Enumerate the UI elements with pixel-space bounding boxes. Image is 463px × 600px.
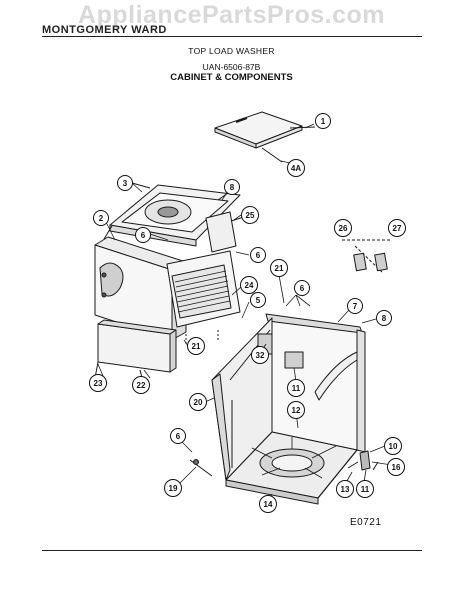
callout-8: 8 <box>376 310 392 326</box>
figure-code: E0721 <box>350 517 382 528</box>
control-console-lid <box>214 111 316 163</box>
callout-3: 3 <box>117 175 133 191</box>
callout-label: 26 <box>339 224 348 233</box>
callout-6: 6 <box>135 227 151 243</box>
callout-10: 10 <box>384 437 402 455</box>
model-number: UAN-6506-87B <box>202 62 261 72</box>
callout-label: 7 <box>353 302 358 311</box>
callout-label: 8 <box>382 314 387 323</box>
callout-label: 24 <box>245 281 254 290</box>
callout-22: 22 <box>132 376 150 394</box>
rear-access-panel <box>166 250 241 346</box>
callout-label: 32 <box>256 351 265 360</box>
callout-label: 6 <box>176 432 181 441</box>
callout-label: 6 <box>300 284 305 293</box>
footer-rule <box>42 550 422 551</box>
callout-label: 6 <box>256 251 261 260</box>
brand-name: MONTGOMERY WARD <box>42 24 167 36</box>
callout-label: 1 <box>321 117 326 126</box>
appliance-type: TOP LOAD WASHER <box>188 46 275 56</box>
callout-1: 1 <box>315 113 331 129</box>
callout-label: 4A <box>291 164 301 173</box>
callout-label: 11 <box>361 485 370 494</box>
section-title: CABINET & COMPONENTS <box>170 72 293 83</box>
callout-label: 20 <box>194 398 203 407</box>
callout-12: 12 <box>287 401 305 419</box>
callout-label: 14 <box>264 500 273 509</box>
callout-19: 19 <box>164 479 182 497</box>
callout-11: 11 <box>356 480 374 498</box>
callout-5: 5 <box>250 292 266 308</box>
callout-label: 13 <box>341 485 350 494</box>
callout-8: 8 <box>224 179 240 195</box>
callout-label: 22 <box>137 381 146 390</box>
callout-7: 7 <box>347 298 363 314</box>
lid-switch-parts <box>342 239 390 273</box>
callout-label: 10 <box>389 442 398 451</box>
callout-25: 25 <box>241 206 259 224</box>
callout-13: 13 <box>336 480 354 498</box>
callout-label: 8 <box>230 183 235 192</box>
callout-21: 21 <box>187 337 205 355</box>
callout-label: 25 <box>246 211 255 220</box>
callout-label: 19 <box>169 484 178 493</box>
callout-23: 23 <box>89 374 107 392</box>
callout-group: 1 4A 3 8 2 25 6 6 26 27 21 6 245 7 8 21 32 11 23 22 20 12 6 10 1… <box>89 113 406 513</box>
callout-4A: 4A <box>287 159 305 177</box>
front-lower-panel <box>94 319 177 379</box>
callout-16: 16 <box>387 458 405 476</box>
callout-26: 26 <box>334 219 352 237</box>
callout-label: 2 <box>99 214 104 223</box>
header-rule <box>42 36 422 37</box>
callout-label: 21 <box>275 264 284 273</box>
callout-label: 11 <box>292 384 301 393</box>
callout-6: 6 <box>294 280 310 296</box>
callout-6: 6 <box>170 428 186 444</box>
callout-label: 3 <box>123 179 128 188</box>
callout-label: 27 <box>393 224 402 233</box>
callout-27: 27 <box>388 219 406 237</box>
callout-label: 12 <box>292 406 301 415</box>
watermark: AppliancePartsPros.com <box>78 1 385 29</box>
top-cover-bracket <box>205 192 245 253</box>
callout-label: 6 <box>141 231 146 240</box>
callout-label: 16 <box>392 463 401 472</box>
callout-20: 20 <box>189 393 207 411</box>
callout-11: 11 <box>287 379 305 397</box>
callout-2: 2 <box>93 210 109 226</box>
callout-label: 5 <box>256 296 261 305</box>
callout-label: 23 <box>94 379 103 388</box>
callout-32: 32 <box>251 346 269 364</box>
callout-24: 24 <box>240 276 258 294</box>
callout-6: 6 <box>250 247 266 263</box>
callout-label: 21 <box>192 342 201 351</box>
callout-14: 14 <box>259 495 277 513</box>
callout-21: 21 <box>270 259 288 277</box>
